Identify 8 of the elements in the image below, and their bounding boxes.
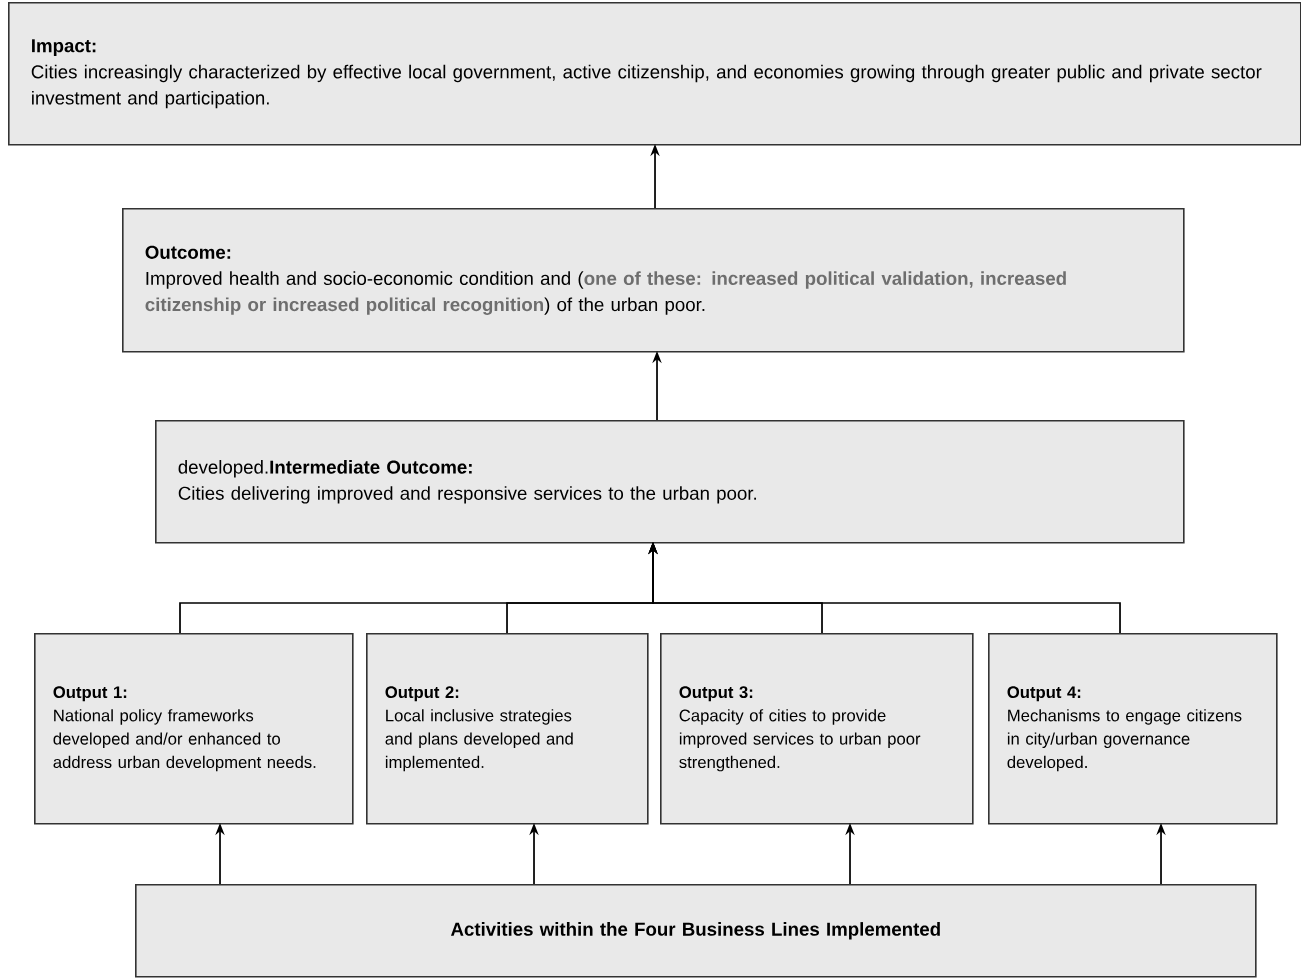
text-box: Output 1: National policy frameworks developed and/or enhanced to address urban development needs. — [34, 633, 354, 825]
text-box: Output 2: Local inclusive strategies and plans developed and implemented. — [366, 633, 649, 825]
text-box: developed.Intermediate Outcome: Cities delivering improved and responsive services to the urban poor. — [155, 420, 1185, 544]
text-box: Activities within the Four Business Lines Implemented — [135, 884, 1257, 978]
text-box: Output 4: Mechanisms to engage citizens in city/urban governance developed. — [988, 633, 1278, 825]
text-box: Impact: Cities increasingly characterized by effective local government, active citizenship, and economies growing through greater public and private sector investment and participation. — [8, 2, 1301, 146]
text-box: Outcome: Improved health and socio-economic condition and (one of these: increased political validation, increased citizenship or increased political recognition) of the urban poor. — [122, 208, 1185, 353]
text-box: Output 3: Capacity of cities to provide improved services to urban poor strengthened. — [660, 633, 974, 825]
